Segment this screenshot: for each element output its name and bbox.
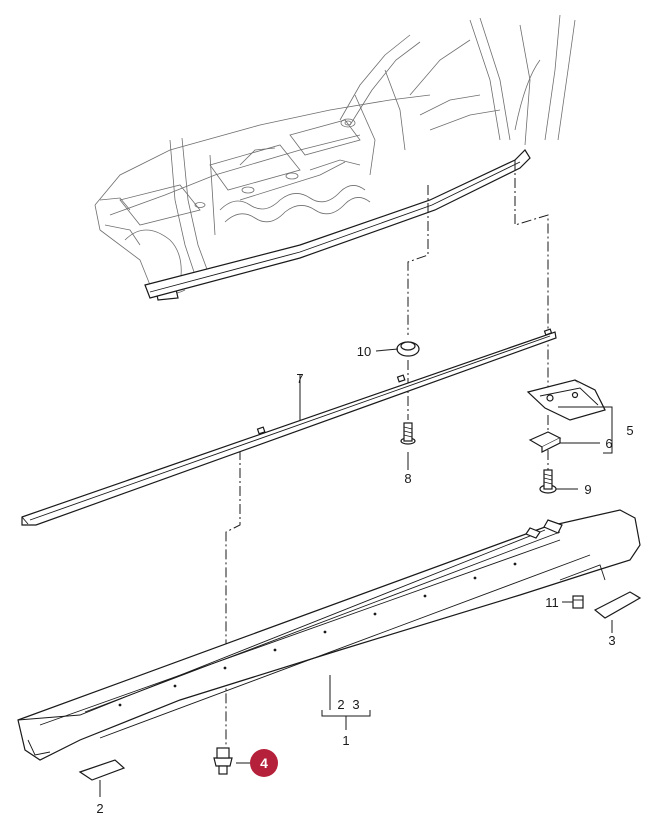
callout-8: 8 <box>404 471 411 486</box>
assembly-guide-lines <box>225 160 549 745</box>
callout-10: 10 <box>357 344 371 359</box>
leader-lines <box>99 348 613 797</box>
callout-9: 9 <box>584 482 591 497</box>
callout-2: 2 <box>96 801 103 816</box>
callout-4: 4 <box>260 755 268 771</box>
grommet-part-10 <box>396 341 420 357</box>
callout-2-sub: 2 <box>337 697 344 712</box>
callout-5: 5 <box>626 423 633 438</box>
rivet-dots <box>118 562 517 707</box>
bracket-part-5 <box>526 379 606 421</box>
cover-part-3 <box>593 591 642 619</box>
screw-part-9 <box>539 469 557 494</box>
clip-part-4 <box>213 747 233 775</box>
clip-part-11 <box>572 595 584 609</box>
highlight-badge-circle <box>250 749 278 777</box>
side-sill-panel-part-1 <box>17 509 641 761</box>
callout-7: 7 <box>296 371 303 386</box>
callout-11: 11 <box>545 595 559 610</box>
highlight-badge-part-4[interactable]: 4 <box>250 749 278 777</box>
callout-3-sub: 3 <box>352 697 359 712</box>
callout-3: 3 <box>608 633 615 648</box>
screw-part-8 <box>400 422 416 445</box>
callout-6: 6 <box>605 436 612 451</box>
callout-labels: 1 2 3 2 3 5 6 7 8 9 10 11 <box>96 344 633 816</box>
clip-nut-part-6 <box>528 431 562 453</box>
trim-strip-part-7 <box>21 328 557 526</box>
callout-1: 1 <box>342 733 349 748</box>
cover-part-2 <box>78 759 126 781</box>
vehicle-body-illustration <box>94 14 576 301</box>
